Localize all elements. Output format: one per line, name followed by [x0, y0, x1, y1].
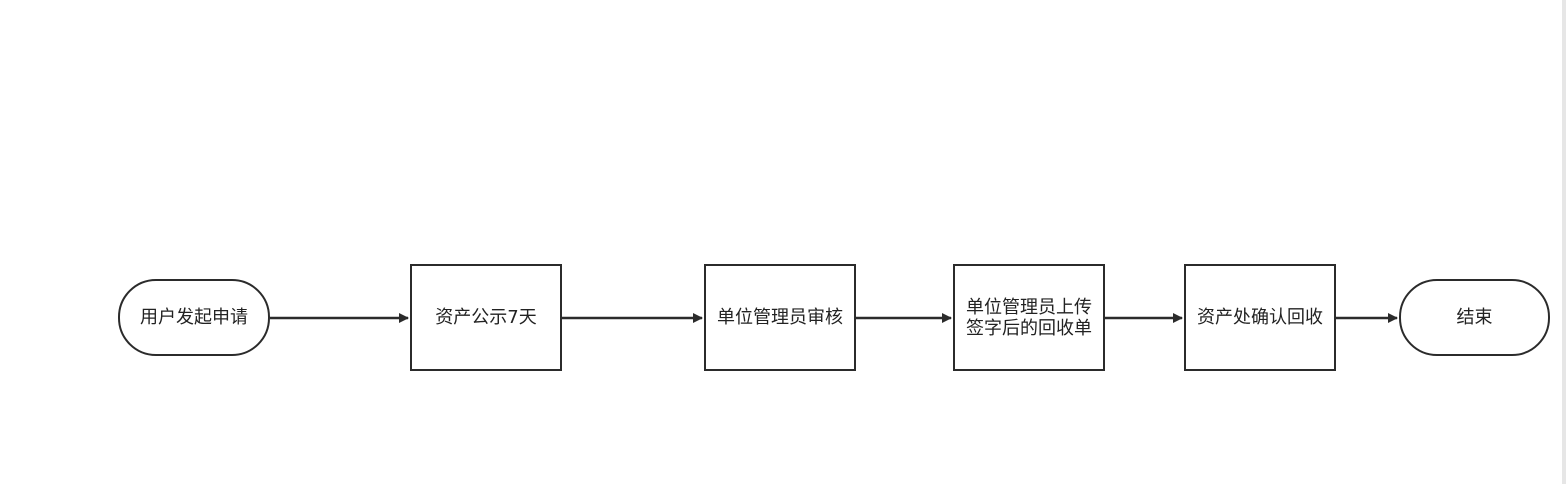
end-node-label: 结束 — [1456, 307, 1493, 328]
upload-signed-step-label: 单位管理员上传签字后的回收单 — [966, 296, 1092, 339]
unit-review-step-label: 单位管理员审核 — [717, 307, 843, 328]
asset-confirm-step-label: 资产处确认回收 — [1197, 307, 1323, 328]
canvas-scroll-edge — [1562, 0, 1566, 484]
upload-signed-step-node[interactable]: 单位管理员上传签字后的回收单 — [953, 264, 1105, 371]
asset-confirm-step-node[interactable]: 资产处确认回收 — [1184, 264, 1336, 371]
publicity-step-node[interactable]: 资产公示7天 — [410, 264, 562, 371]
end-node[interactable]: 结束 — [1399, 279, 1550, 356]
publicity-step-label: 资产公示7天 — [435, 307, 537, 328]
start-node-label: 用户发起申请 — [140, 307, 248, 328]
unit-review-step-node[interactable]: 单位管理员审核 — [704, 264, 856, 371]
start-node[interactable]: 用户发起申请 — [118, 279, 270, 356]
